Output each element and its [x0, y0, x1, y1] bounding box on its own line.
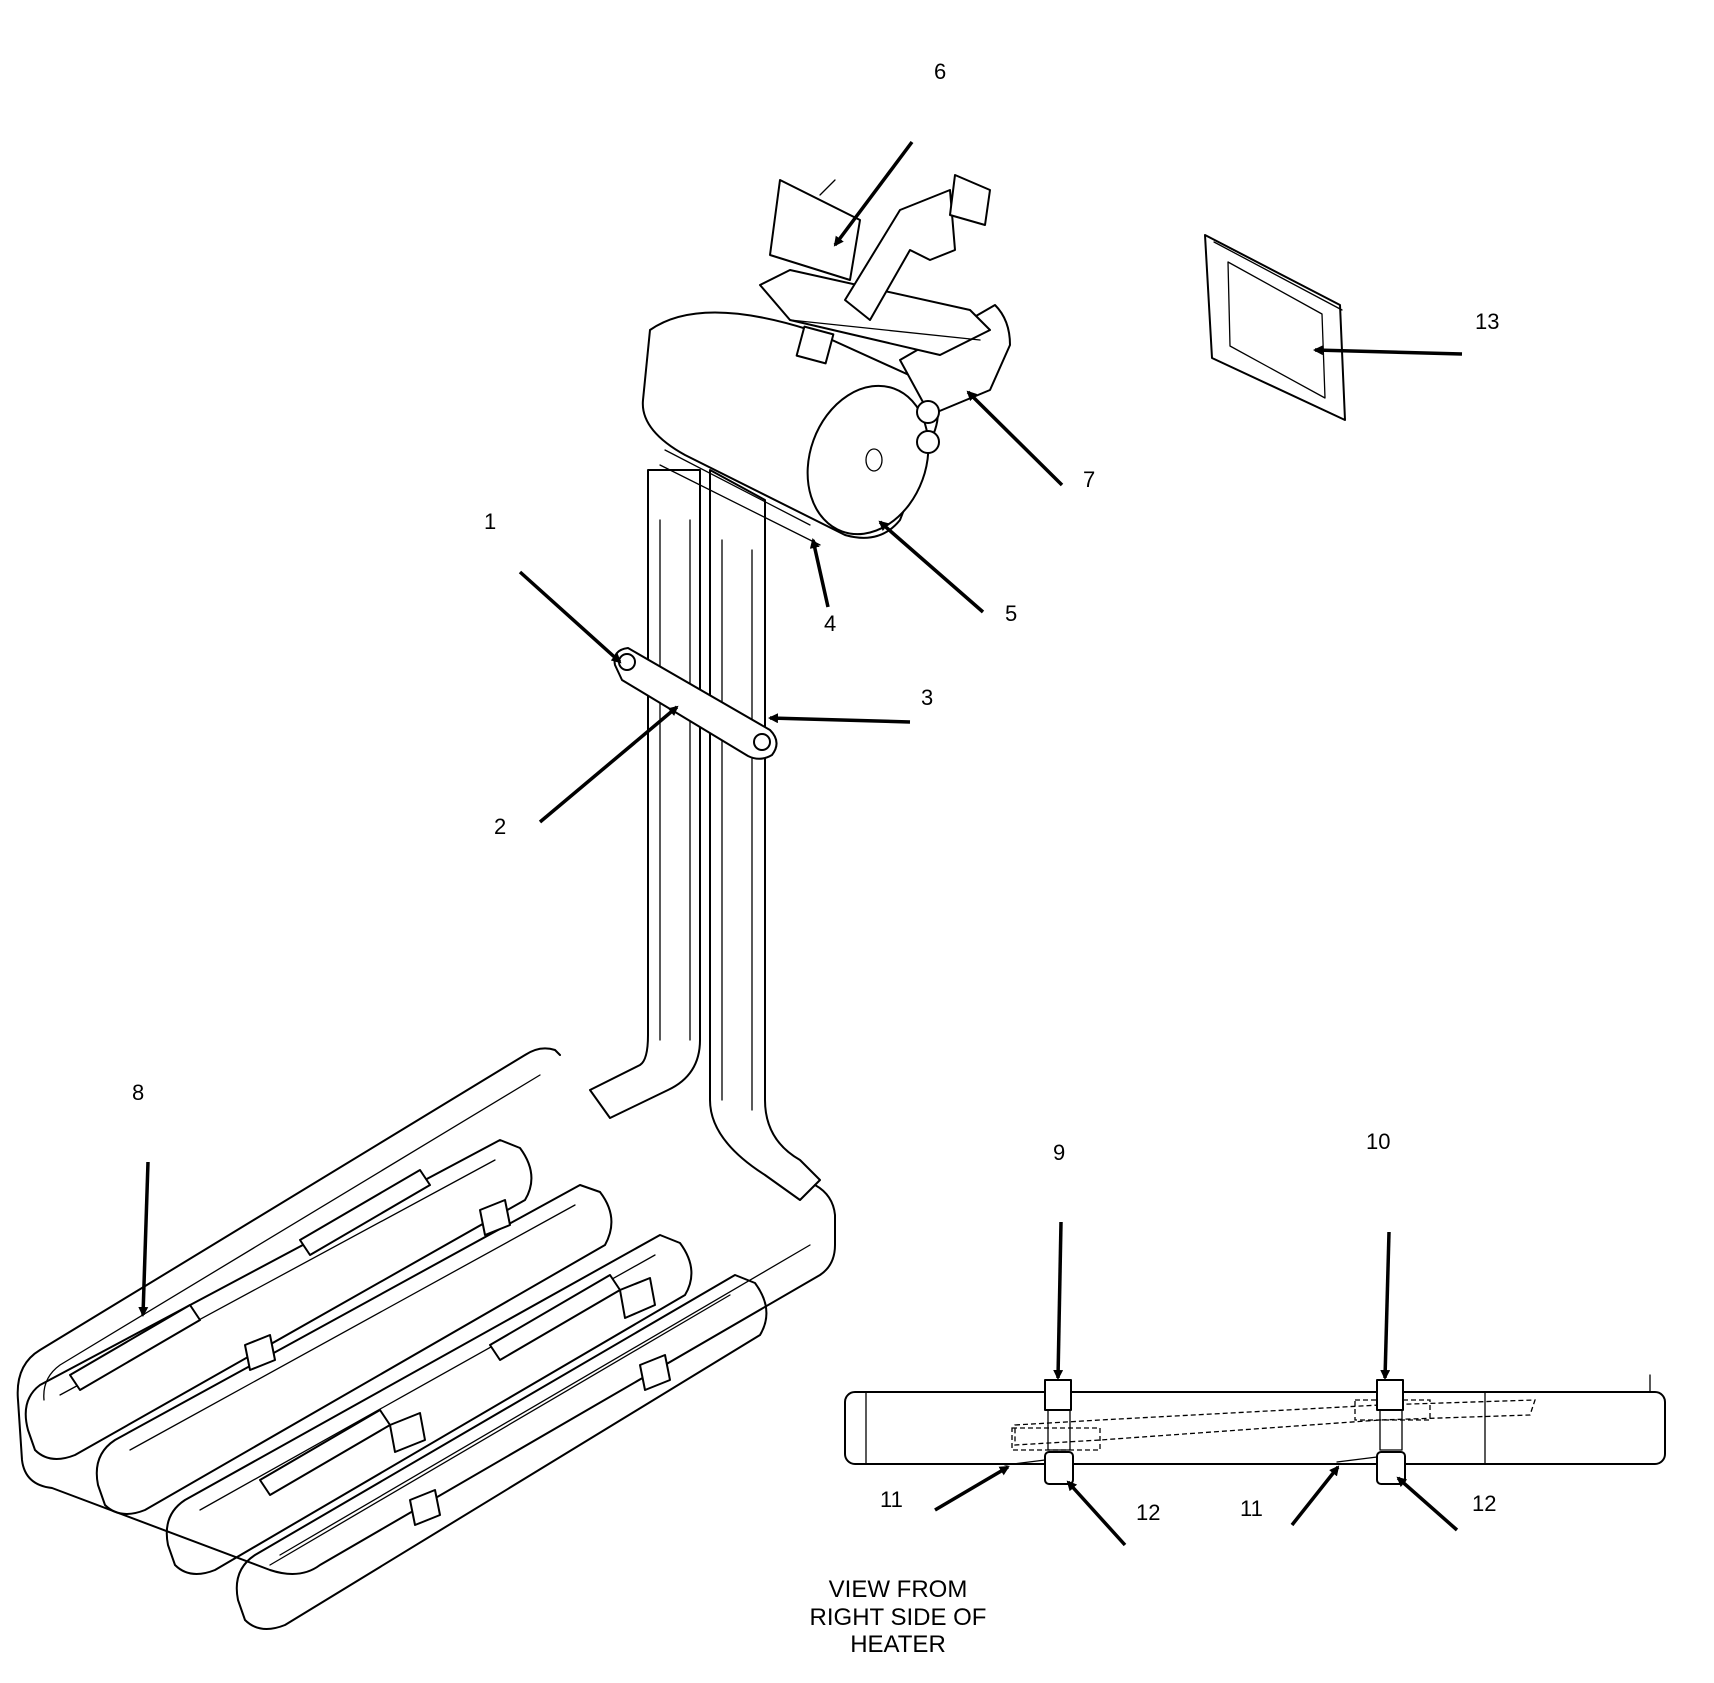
- leader-11b: [1290, 1465, 1340, 1527]
- leader-11a: [934, 1465, 1010, 1512]
- screw-right: [753, 733, 771, 751]
- riser-tubes: [589, 469, 821, 1201]
- gasket: [1204, 234, 1346, 421]
- leader-13: [1313, 345, 1463, 356]
- leader-12a: [1066, 1480, 1127, 1547]
- leader-8: [138, 1161, 150, 1317]
- callout-4: 4: [824, 611, 836, 636]
- callout-11-right: 11: [1240, 1496, 1263, 1521]
- leader-4: [809, 538, 830, 608]
- leader-9: [1053, 1221, 1064, 1380]
- caption-line-2: RIGHT SIDE OF: [810, 1604, 987, 1631]
- callout-7: 7: [1083, 467, 1095, 492]
- caption-line-3: HEATER: [850, 1631, 946, 1658]
- callout-5: 5: [1005, 601, 1017, 626]
- callout-11-left: 11: [880, 1487, 903, 1512]
- leader-2: [538, 705, 679, 824]
- caption-line-1: VIEW FROM: [829, 1576, 968, 1603]
- terminal-left: [1004, 1379, 1074, 1485]
- leader-6: [833, 140, 914, 247]
- callout-13: 13: [1475, 309, 1499, 334]
- leader-3: [768, 713, 911, 724]
- callout-12-right: 12: [1472, 1491, 1496, 1516]
- heating-element-assembly: [16, 174, 1011, 1630]
- leader-5: [878, 520, 985, 614]
- callout-leaders: [138, 140, 1463, 1547]
- callout-12-left: 12: [1136, 1500, 1160, 1525]
- screw-left: [618, 653, 636, 671]
- side-view-tube: [844, 1391, 1666, 1465]
- callout-labels: 1 2 3 4 5 6 7 8 9 10 11 11 12 12 13: [132, 59, 1499, 1525]
- callout-10: 10: [1366, 1129, 1390, 1154]
- callout-1: 1: [484, 509, 496, 534]
- side-view-caption: VIEW FROM RIGHT SIDE OF HEATER: [810, 1576, 987, 1658]
- callout-6: 6: [934, 59, 946, 84]
- top-bracket: [759, 174, 1011, 454]
- callout-8: 8: [132, 1080, 144, 1105]
- callout-3: 3: [921, 685, 933, 710]
- base-frame: [16, 1047, 836, 1575]
- terminal-right: [1336, 1379, 1406, 1485]
- junction-housing: [641, 311, 939, 546]
- callout-9: 9: [1053, 1140, 1065, 1165]
- leader-10: [1380, 1231, 1391, 1380]
- leader-12b: [1396, 1476, 1459, 1532]
- callout-2: 2: [494, 814, 506, 839]
- element-sheath-loops: [24, 1139, 768, 1630]
- cross-bracket: [613, 647, 778, 760]
- element-brackets: [69, 1169, 671, 1526]
- right-side-view: [844, 1374, 1666, 1485]
- leader-7: [966, 390, 1064, 487]
- leader-1: [518, 570, 622, 664]
